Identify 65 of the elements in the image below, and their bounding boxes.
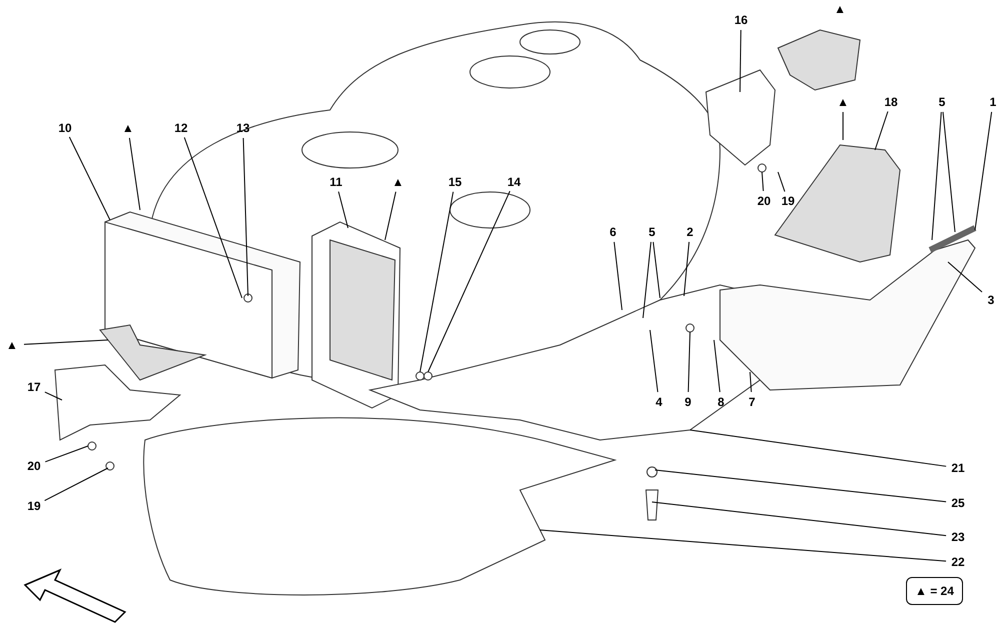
callout-number: 1	[990, 96, 996, 108]
callout-number: 5	[938, 96, 946, 108]
callout-number: ▲	[834, 3, 846, 15]
callout-number: 8	[718, 396, 724, 408]
leader-line	[652, 502, 947, 536]
leader-line	[428, 190, 510, 372]
leader-line	[778, 172, 786, 192]
leader-line	[842, 112, 844, 140]
leader-line	[44, 392, 62, 400]
callout-number: 19	[27, 500, 41, 512]
callout-number: 22	[951, 556, 965, 568]
callout-number: 2	[686, 226, 694, 238]
leader-line	[650, 330, 658, 393]
leader-line	[688, 332, 690, 392]
leader-line	[540, 530, 947, 562]
leader-line	[690, 430, 947, 467]
leader-line	[23, 340, 108, 345]
callout-number: 4	[656, 396, 662, 408]
callout-number: 6	[610, 226, 616, 238]
leader-line	[338, 191, 348, 228]
leader-line	[740, 30, 742, 92]
legend-box: ▲ = 24	[906, 577, 963, 605]
callout-number: 21	[951, 462, 965, 474]
leader-line	[68, 136, 110, 220]
callout-number: 17	[27, 381, 41, 393]
leader-line	[654, 470, 947, 502]
callout-number: 20	[757, 195, 771, 207]
callout-number: 14	[507, 176, 521, 188]
leader-line	[184, 136, 242, 298]
leader-line	[652, 241, 660, 298]
leader-line	[974, 111, 992, 230]
callout-number: 11	[330, 176, 342, 188]
callout-number: 12	[174, 122, 188, 134]
leader-line	[684, 241, 690, 296]
callout-number: ▲	[392, 176, 404, 188]
callout-number: ▲	[122, 122, 134, 134]
callout-number: 23	[951, 531, 965, 543]
callout-number: 18	[884, 96, 898, 108]
callout-number: 20	[27, 460, 41, 472]
callout-number: 25	[951, 497, 965, 509]
leader-line	[384, 191, 396, 240]
callout-number: 3	[988, 294, 994, 306]
callout-number: 10	[58, 122, 72, 134]
leader-line	[750, 372, 752, 393]
leader-line	[642, 241, 652, 318]
callout-number: 15	[448, 176, 462, 188]
leader-line	[932, 111, 942, 240]
leader-line	[44, 446, 88, 462]
callout-number: 19	[781, 195, 795, 207]
callout-number: 5	[648, 226, 656, 238]
leader-line	[242, 138, 248, 296]
callout-number: 9	[684, 396, 692, 408]
leader-line	[128, 137, 140, 210]
leader-line	[614, 241, 622, 310]
leader-line	[942, 111, 956, 232]
callout-number: 7	[748, 396, 756, 408]
leader-line	[948, 262, 982, 293]
callout-number: 16	[734, 14, 748, 26]
callout-number: ▲	[6, 339, 18, 351]
leader-line	[44, 468, 108, 502]
leader-line	[714, 340, 720, 393]
callout-number: ▲	[837, 96, 849, 108]
leader-line	[762, 172, 764, 192]
leader-line	[874, 110, 888, 150]
leader-line	[420, 191, 454, 372]
